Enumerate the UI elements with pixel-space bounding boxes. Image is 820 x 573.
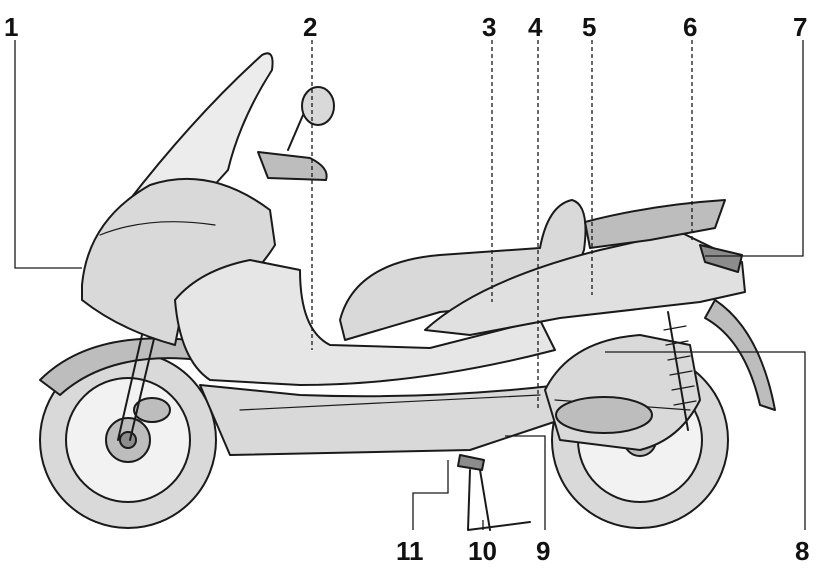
callout-4: 4 [528, 12, 543, 42]
callout-1: 1 [4, 12, 19, 42]
callout-7: 7 [793, 12, 808, 42]
callout-8: 8 [795, 536, 810, 566]
callout-6: 6 [683, 12, 698, 42]
callout-10: 10 [468, 536, 497, 566]
callout-2: 2 [303, 12, 318, 42]
rear-body-panel [424, 231, 746, 336]
callout-3: 3 [482, 12, 497, 42]
windshield [117, 52, 274, 216]
front-wheel [39, 351, 217, 529]
stand-lever [457, 454, 485, 471]
transmission-cover [555, 396, 653, 434]
callout-9: 9 [536, 536, 551, 566]
leader-lines [14, 40, 806, 530]
front-cowl [81, 177, 276, 346]
callout-11: 11 [396, 536, 424, 566]
handlebar [257, 151, 328, 181]
mirror [301, 86, 335, 126]
lower-body [199, 384, 561, 456]
rear-fender [704, 299, 776, 411]
floorboard [174, 259, 556, 386]
callout-5: 5 [582, 12, 597, 42]
tail-light [699, 244, 743, 273]
grab-rail [584, 199, 726, 249]
center-stand [467, 469, 531, 531]
seat [339, 199, 587, 341]
rear-shock [667, 311, 689, 431]
